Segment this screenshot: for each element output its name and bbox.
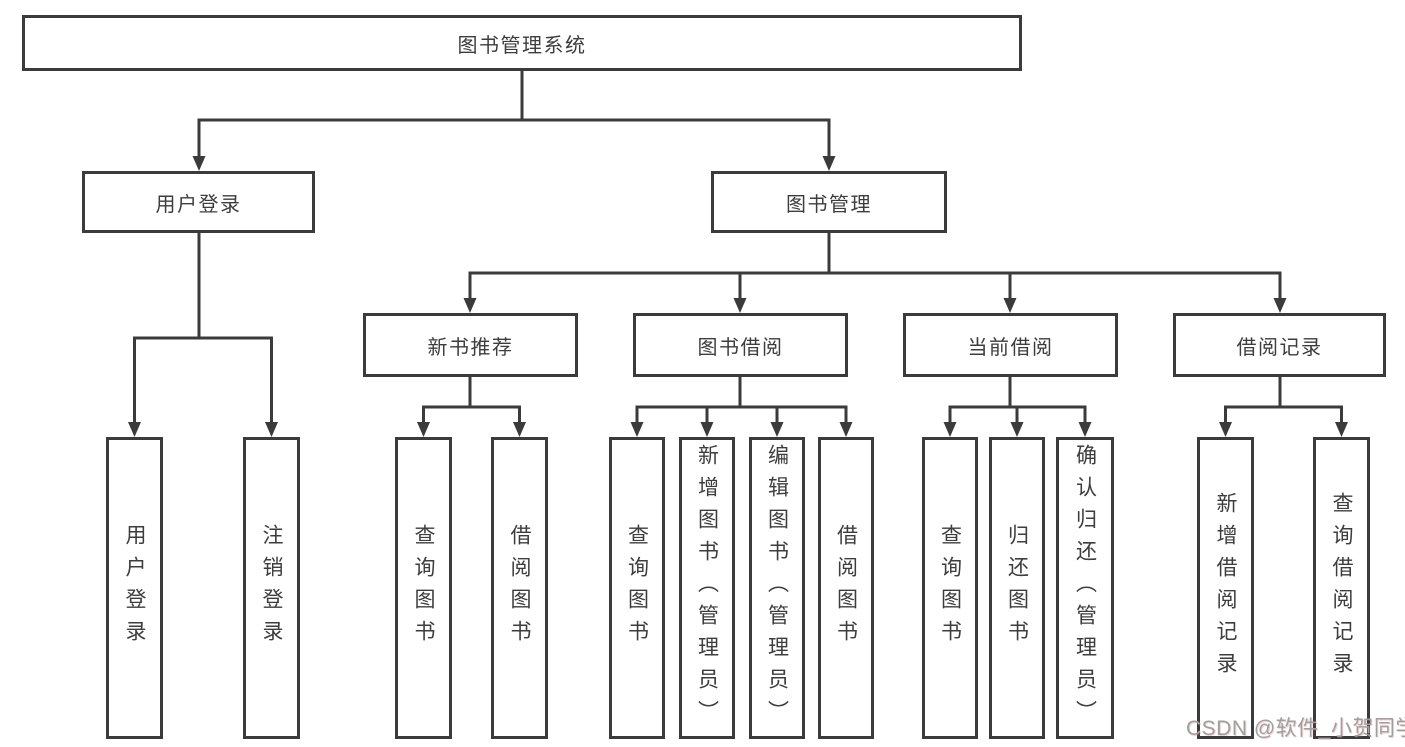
edge-book-mgmt-children (463, 231, 1287, 313)
node-book-borrow-label: 图书借阅 (697, 336, 784, 359)
leaf-return-book-label: 归还图书 (1005, 524, 1029, 652)
node-new-book-rec-label: 新书推荐 (427, 336, 514, 359)
leaf-logout: 注销登录 (243, 437, 300, 739)
leaf-query-book-current-label: 查询图书 (938, 524, 962, 652)
csdn-watermark: CSDN @软件_小贺同学 (1186, 717, 1405, 740)
node-root: 图书管理系统 (22, 15, 1022, 71)
edge-new-book-rec-children (417, 375, 526, 437)
leaf-add-record: 新增借阅记录 (1197, 437, 1254, 739)
leaf-query-record-label: 查询借阅记录 (1330, 492, 1353, 684)
node-user-login-label: 用户登录 (155, 193, 242, 216)
leaf-query-record: 查询借阅记录 (1313, 437, 1370, 739)
edge-root-to-level2 (192, 69, 836, 171)
node-root-label: 图书管理系统 (457, 34, 587, 57)
leaf-user-login-label: 用户登录 (123, 524, 146, 652)
node-current-borrow: 当前借阅 (903, 313, 1118, 377)
leaf-add-record-label: 新增借阅记录 (1214, 492, 1237, 684)
edge-book-borrow-children (630, 375, 853, 437)
leaf-return-book: 归还图书 (989, 437, 1045, 739)
leaf-borrow-book-rec: 借阅图书 (491, 437, 548, 739)
leaf-query-book-rec-label: 查询图书 (412, 524, 435, 652)
node-new-book-rec: 新书推荐 (363, 313, 578, 377)
node-book-mgmt-label: 图书管理 (786, 193, 872, 216)
leaf-borrow-book: 借阅图书 (818, 437, 874, 739)
leaf-borrow-book-label: 借阅图书 (834, 524, 858, 652)
leaf-add-book: 新增图书（管理员） (679, 437, 735, 739)
leaf-query-book-rec: 查询图书 (395, 437, 452, 739)
leaf-edit-book-label: 编辑图书（管理员） (765, 444, 789, 732)
leaf-borrow-book-rec-label: 借阅图书 (508, 524, 531, 652)
node-borrow-records-label: 借阅记录 (1236, 336, 1323, 359)
leaf-confirm-return: 确认归还（管理员） (1056, 437, 1114, 739)
leaf-user-login: 用户登录 (106, 437, 163, 739)
leaf-query-book-current: 查询图书 (922, 437, 978, 739)
node-user-login: 用户登录 (82, 171, 315, 233)
leaf-add-book-label: 新增图书（管理员） (695, 444, 719, 732)
edge-user-login-children (128, 231, 278, 437)
node-book-borrow: 图书借阅 (633, 313, 848, 377)
node-book-mgmt: 图书管理 (711, 171, 947, 233)
leaf-query-book-borrow: 查询图书 (609, 437, 665, 739)
leaf-confirm-return-label: 确认归还（管理员） (1073, 444, 1097, 732)
edge-borrow-records-children (1219, 375, 1348, 437)
leaf-query-book-borrow-label: 查询图书 (625, 524, 649, 652)
leaf-edit-book: 编辑图书（管理员） (749, 437, 805, 739)
node-current-borrow-label: 当前借阅 (967, 336, 1054, 359)
node-borrow-records: 借阅记录 (1173, 313, 1386, 377)
leaf-logout-label: 注销登录 (260, 524, 283, 652)
edge-current-borrow-children (943, 375, 1092, 437)
